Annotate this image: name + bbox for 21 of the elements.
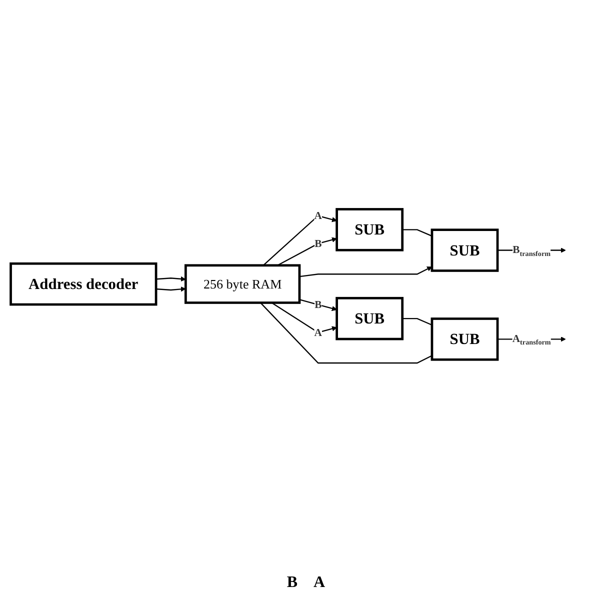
edge-label: A xyxy=(314,326,322,338)
node-box: Address decoder xyxy=(10,262,158,306)
arrow xyxy=(271,302,338,333)
arrow xyxy=(156,286,186,292)
edge-label: A$_{transform}$ xyxy=(512,332,551,346)
connector xyxy=(260,302,432,364)
edge-label: A xyxy=(314,209,322,221)
port-label: A xyxy=(314,574,326,592)
edge-label: B$_{transform}$ xyxy=(512,243,551,258)
node-box: 256 byte RAM xyxy=(184,264,301,304)
node-box: SUB xyxy=(430,317,499,360)
edge-label: B xyxy=(314,236,322,249)
connector xyxy=(402,318,432,326)
node-box: SUB xyxy=(336,296,404,340)
arrow xyxy=(156,276,186,282)
arrow xyxy=(299,266,432,277)
node-box: SUB xyxy=(336,208,404,251)
edge-label: B xyxy=(314,298,322,310)
connector xyxy=(402,228,432,236)
port-label: B xyxy=(286,574,298,592)
node-box: SUB xyxy=(430,228,499,272)
